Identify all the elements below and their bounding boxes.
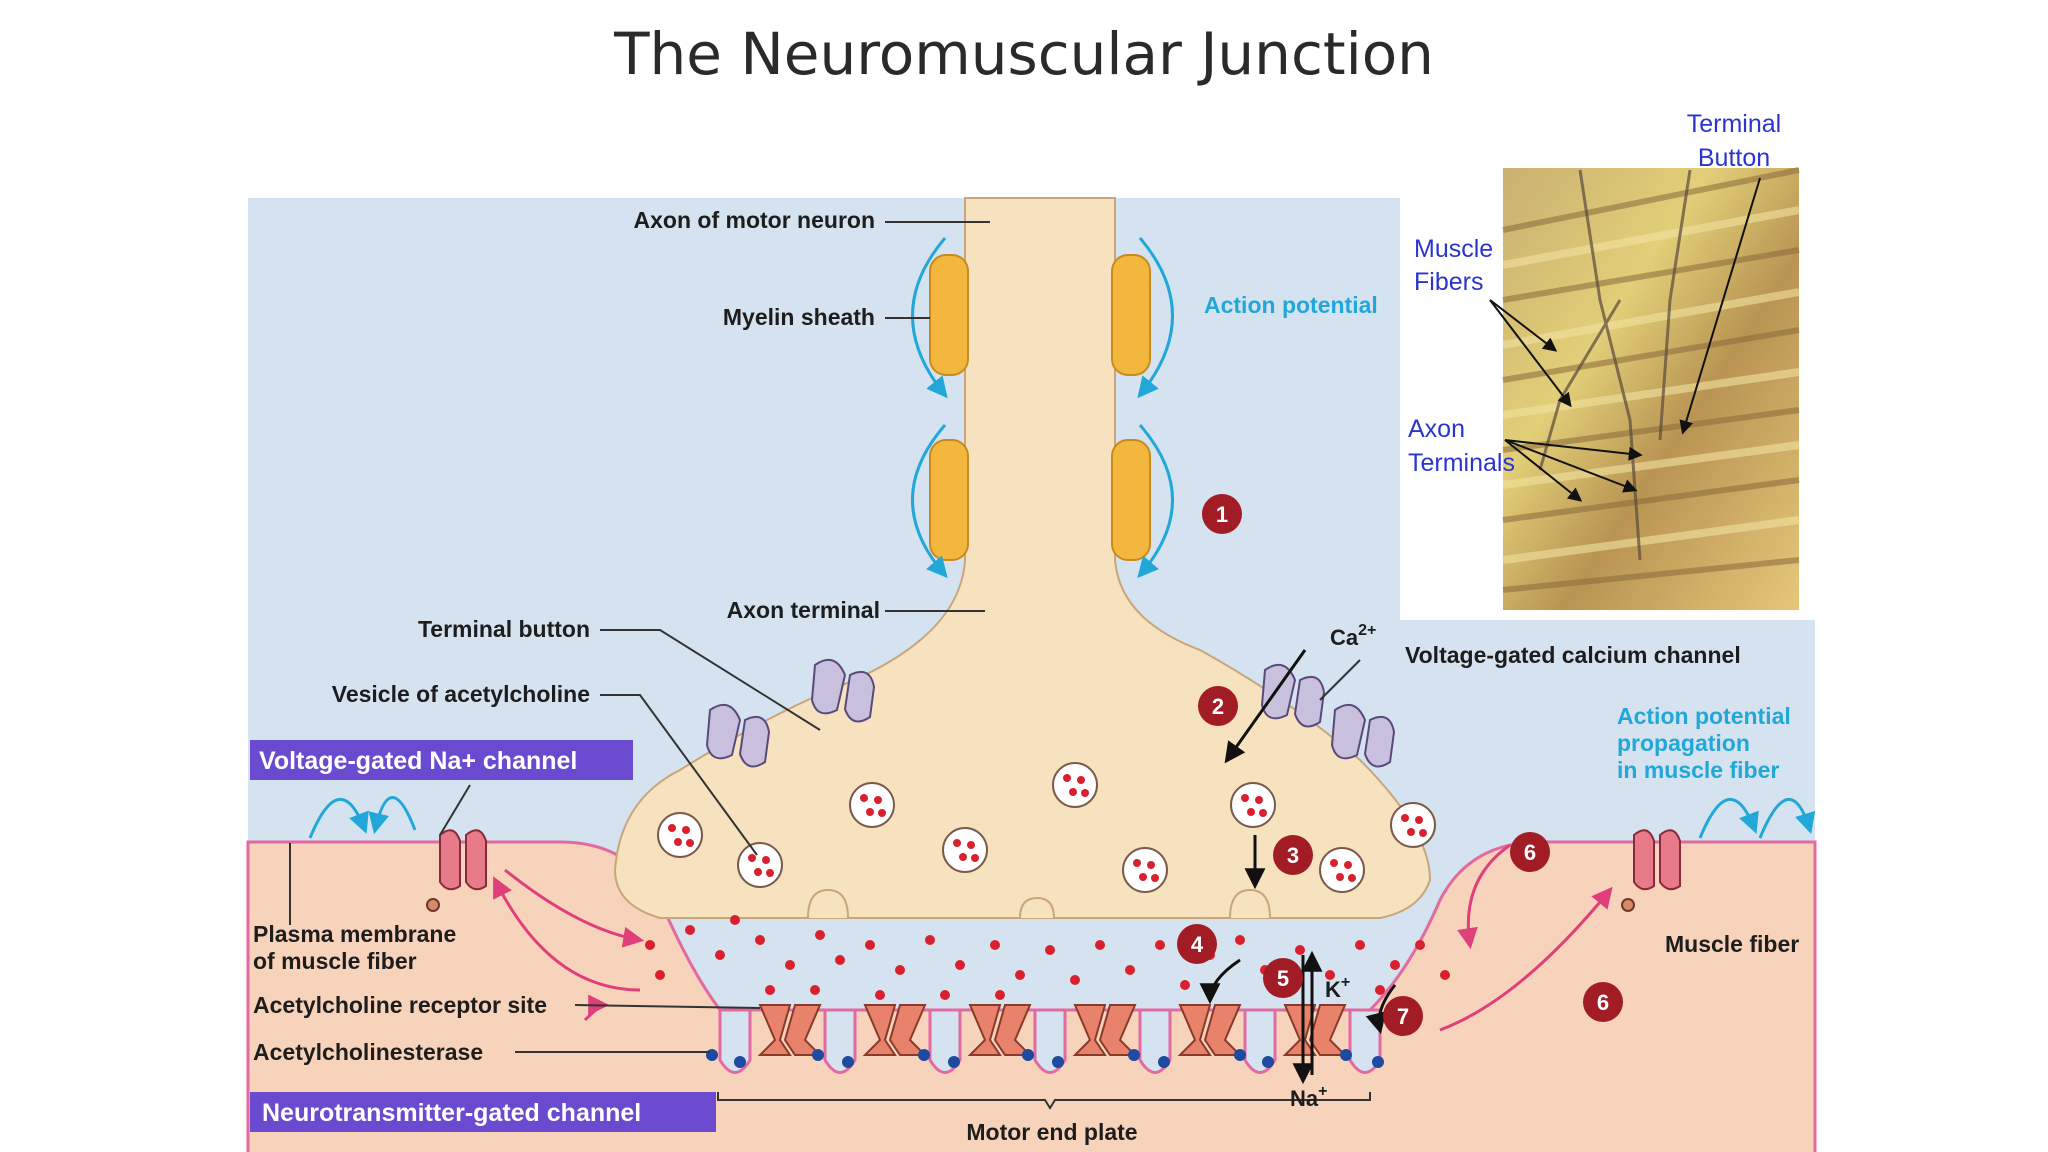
photo-label-terminal-button-2: Button — [1698, 144, 1770, 172]
label-potassium-ion: K+ — [1325, 974, 1350, 1002]
step-marker-3: 3 — [1273, 835, 1313, 875]
acetylcholine-vesicles — [657, 762, 1436, 893]
ion-k-sup: + — [1341, 974, 1350, 991]
label-neurotransmitter-gated-channel: Neurotransmitter-gated channel — [262, 1099, 641, 1127]
step-marker-4-text: 4 — [1191, 932, 1204, 957]
step-marker-6a-text: 6 — [1524, 840, 1536, 865]
label-motor-end-plate: Motor end plate — [966, 1119, 1137, 1145]
label-terminal-button: Terminal button — [418, 616, 590, 642]
step-marker-7: 7 — [1383, 996, 1423, 1036]
label-ap-propagation-3: in muscle fiber — [1617, 757, 1779, 783]
voltage-na-box — [250, 740, 633, 780]
label-myelin-sheath: Myelin sheath — [723, 304, 875, 330]
acetylcholine-receptors — [757, 1004, 1348, 1056]
myelin-sheaths — [929, 254, 1151, 561]
label-action-potential: Action potential — [1204, 292, 1378, 318]
step-marker-1-text: 1 — [1216, 502, 1228, 527]
micrograph-photo: Terminal Button Muscle Fibers Axon Termi… — [1408, 110, 1800, 610]
photo-label-terminal-button-1: Terminal — [1687, 110, 1781, 138]
photo-label-muscle-fibers-2: Fibers — [1414, 268, 1483, 296]
photo-label-muscle-fibers-1: Muscle — [1414, 235, 1493, 263]
step-marker-6a: 6 — [1510, 832, 1550, 872]
step-marker-4: 4 — [1177, 924, 1217, 964]
step-marker-1: 1 — [1202, 494, 1242, 534]
label-plasma-membrane-1: Plasma membrane — [253, 921, 456, 947]
label-sodium-ion: Na+ — [1290, 1083, 1327, 1111]
ion-ca-sup: 2+ — [1358, 622, 1376, 639]
step-marker-2-text: 2 — [1212, 694, 1224, 719]
label-acetylcholine-receptor-site: Acetylcholine receptor site — [253, 992, 547, 1018]
label-voltage-gated-na-channel: Voltage-gated Na+ channel — [259, 747, 577, 775]
acetylcholinesterase-dots — [706, 1049, 1384, 1068]
step-marker-3-text: 3 — [1287, 843, 1299, 868]
label-leader-lines — [289, 221, 1361, 1053]
step-marker-2: 2 — [1198, 686, 1238, 726]
label-axon-terminal: Axon terminal — [727, 597, 880, 623]
label-acetylcholinesterase: Acetylcholinesterase — [253, 1039, 483, 1065]
step-marker-5: 5 — [1263, 958, 1303, 998]
label-vesicle-of-acetylcholine: Vesicle of acetylcholine — [332, 681, 590, 707]
step-marker-6b-text: 6 — [1597, 990, 1609, 1015]
nt-gated-box — [250, 1092, 716, 1132]
ion-na: Na — [1290, 1086, 1319, 1111]
sodium-channel-gates — [426, 898, 1635, 912]
propagation-arrows — [493, 843, 1613, 1032]
label-calcium-ion: Ca2+ — [1330, 622, 1376, 650]
page-title: The Neuromuscular Junction — [614, 20, 1434, 88]
ion-k: K — [1325, 977, 1341, 1002]
label-plasma-membrane-2: of muscle fiber — [253, 948, 417, 974]
label-muscle-fiber: Muscle fiber — [1665, 931, 1799, 957]
motor-end-plate-bracket — [717, 1092, 1371, 1110]
label-ap-propagation-1: Action potential — [1617, 703, 1791, 729]
photo-label-axon-terminals-1: Axon — [1408, 415, 1465, 443]
label-voltage-gated-calcium-channel: Voltage-gated calcium channel — [1405, 642, 1741, 668]
step-marker-5-text: 5 — [1277, 966, 1289, 991]
label-axon-of-motor-neuron: Axon of motor neuron — [634, 207, 875, 233]
fusing-vesicles — [807, 888, 1271, 919]
process-arrows — [1199, 649, 1397, 1085]
ion-ca: Ca — [1330, 625, 1359, 650]
label-ap-propagation-2: propagation — [1617, 730, 1750, 756]
sodium-channels — [439, 829, 1681, 891]
step-marker-6b: 6 — [1583, 982, 1623, 1022]
muscle-action-potential-arrows — [308, 796, 1816, 839]
calcium-channels — [705, 658, 1396, 768]
photo-label-axon-terminals-2: Terminals — [1408, 449, 1515, 477]
axon-action-potential-arrows — [911, 237, 1174, 579]
step-marker-7-text: 7 — [1397, 1004, 1409, 1029]
ion-na-sup: + — [1318, 1083, 1327, 1100]
